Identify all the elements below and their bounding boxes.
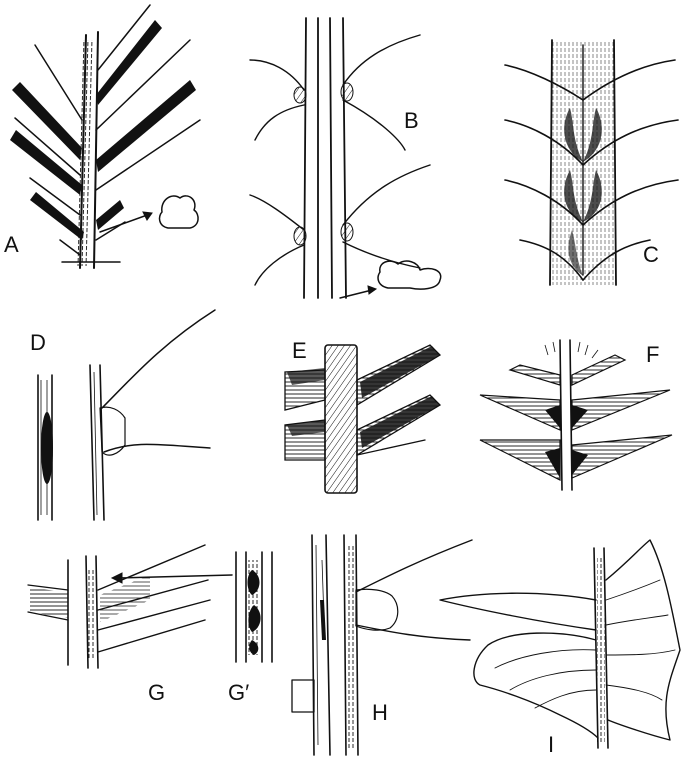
label-f: F (646, 342, 659, 367)
panel-g-prime (236, 552, 272, 662)
label-i: I (548, 732, 554, 757)
label-c: C (643, 242, 659, 267)
label-g: G (148, 680, 165, 705)
label-d: D (30, 330, 46, 355)
label-b: B (404, 108, 419, 133)
label-a: A (4, 232, 19, 257)
panel-d (38, 310, 215, 520)
panel-f (480, 340, 672, 490)
panel-g (28, 545, 232, 668)
panel-e (285, 345, 440, 493)
label-h: H (372, 700, 388, 725)
panel-b (250, 18, 441, 298)
panel-a (10, 5, 200, 268)
panel-i (440, 540, 680, 748)
label-g-prime: G′ (228, 680, 249, 705)
label-e: E (292, 338, 307, 363)
